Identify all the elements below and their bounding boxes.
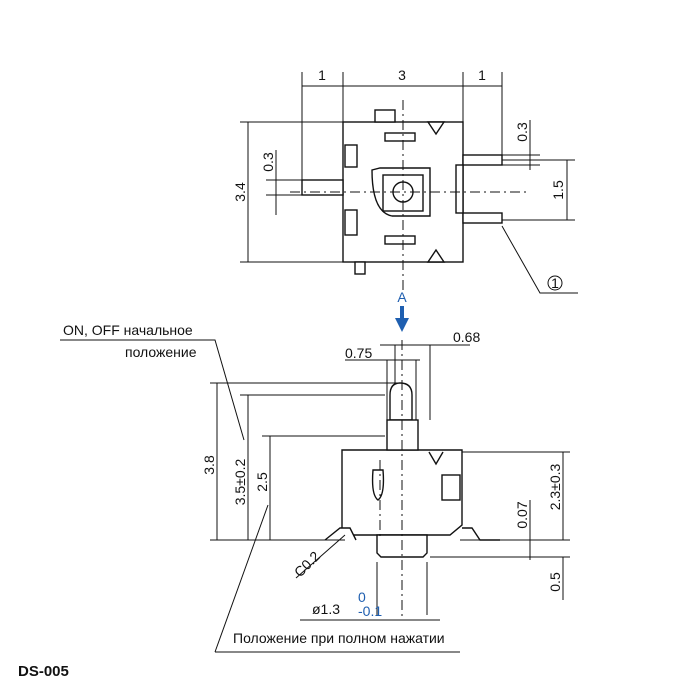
right-terminal-2 [462,212,503,224]
dim-diameter: ø1.3 [312,601,340,617]
dim-height: 3.4 [232,182,248,202]
dim-0-68: 0.68 [453,329,480,345]
right-terminal-1 [462,154,503,166]
dim-0-75: 0.75 [345,345,372,361]
dim-pin-pitch: 1.5 [550,180,566,200]
balloon-1 [547,275,563,291]
dim-left-pin: 0.3 [260,152,276,172]
arrow-down-icon [395,318,409,332]
dim-left-width: 1 [318,67,326,83]
view-arrow-a: A [395,289,409,332]
dim-3-5: 3.5±0.2 [232,458,248,505]
balloon-label: 1 [551,275,559,291]
top-view: 1 1 3 1 3.4 0.3 0.3 1.5 [232,67,578,294]
dim-chamfer: C0.2 [291,548,323,580]
dim-right-width: 1 [478,67,486,83]
dim-2-3: 2.3±0.3 [547,463,563,510]
plunger-tip [389,382,413,421]
dim-2-5: 2.5 [254,472,270,492]
drawing-id: DS-005 [18,663,69,680]
view-label: A [397,289,407,305]
side-view: 0.68 0.75 3.8 3.5±0.2 2.5 2.3±0.3 0.07 0… [60,322,570,653]
dim-0-5: 0.5 [547,572,563,592]
dim-body-width: 3 [398,67,406,83]
note-initial-line1: ON, OFF начальное [63,322,193,338]
dim-diameter-tol-lower: -0.1 [358,603,382,619]
dim-diameter-tol-upper: 0 [358,589,366,605]
switch-body-side [341,449,463,536]
dim-3-8: 3.8 [201,455,217,475]
dim-0-07: 0.07 [514,501,530,528]
note-initial-line2: положение [125,344,197,360]
note-full-press: Положение при полном нажатии [233,630,445,646]
dim-right-pin: 0.3 [514,122,530,142]
left-terminal [301,179,344,196]
